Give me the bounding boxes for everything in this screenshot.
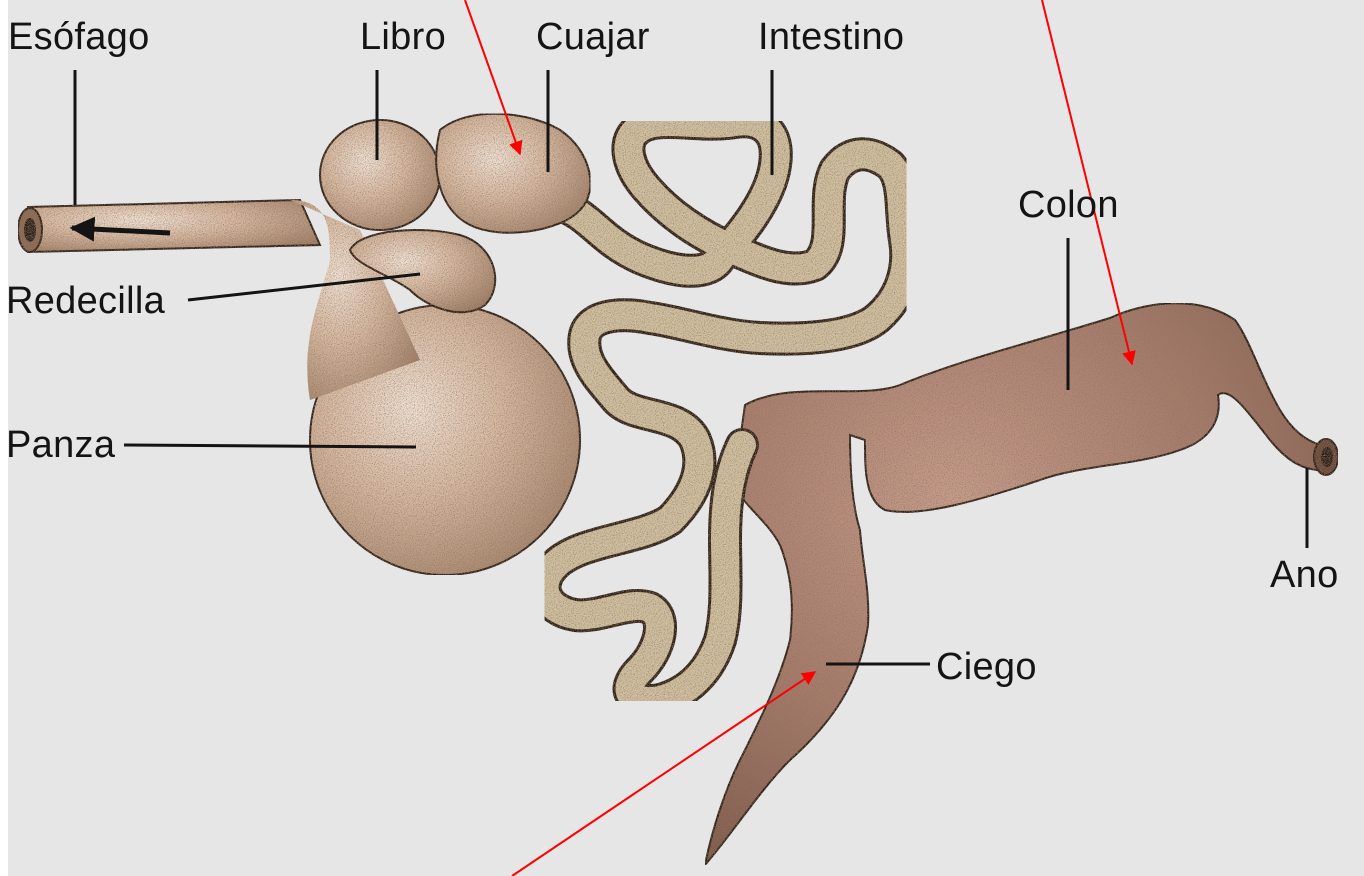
label-esofago: Esófago (8, 18, 150, 56)
label-colon: Colon (1018, 186, 1119, 224)
label-libro: Libro (360, 18, 446, 56)
leader-panza (124, 445, 416, 447)
label-panza: Panza (6, 426, 115, 464)
label-cuajar: Cuajar (536, 18, 650, 56)
label-ciego: Ciego (936, 648, 1037, 686)
label-redecilla: Redecilla (6, 282, 165, 320)
label-ano: Ano (1270, 556, 1339, 594)
libro-shape (320, 120, 440, 230)
label-intestino: Intestino (758, 18, 904, 56)
esophagus-tube (28, 200, 320, 252)
